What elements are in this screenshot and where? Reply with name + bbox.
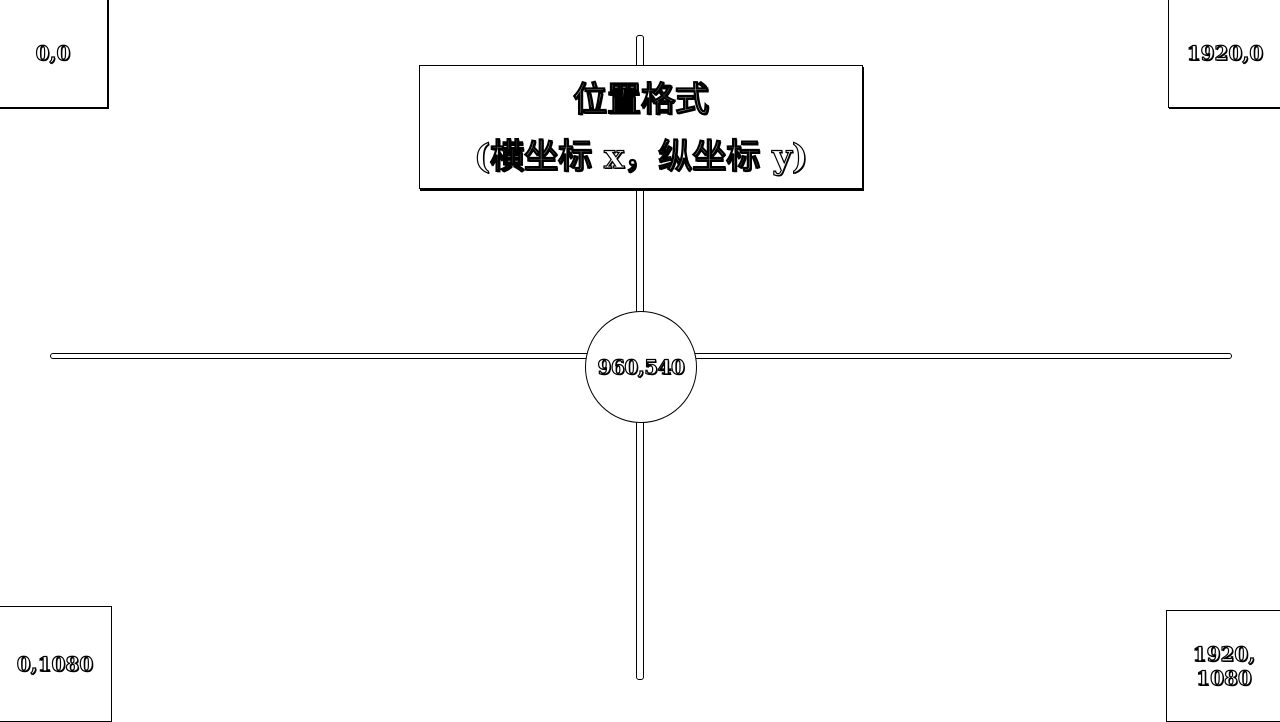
corner-top-right-label: 1920,0 [1186,40,1264,65]
corner-bottom-right-label-line2: 1080 [1196,665,1253,690]
title-subheading: (横坐标 x，纵坐标 y) [473,136,808,177]
corner-bottom-right-text: 1920, 1080 [1192,641,1256,690]
corner-top-right: 1920,0 [1168,0,1280,108]
title-box: 位置格式 (横坐标 x，纵坐标 y) [419,65,863,189]
corner-top-left-label: 0,0 [35,40,71,65]
vertical-axis-lower [636,420,644,680]
corner-bottom-right-label-line1: 1920, [1192,641,1256,666]
title-heading: 位置格式 [572,79,709,120]
center-point-label: 960,540 [597,354,686,379]
center-point-circle: 960,540 [585,311,697,423]
corner-top-left: 0,0 [0,0,108,108]
corner-bottom-right: 1920, 1080 [1166,610,1280,722]
corner-bottom-left-label: 0,1080 [16,651,94,676]
corner-bottom-left: 0,1080 [0,606,112,722]
